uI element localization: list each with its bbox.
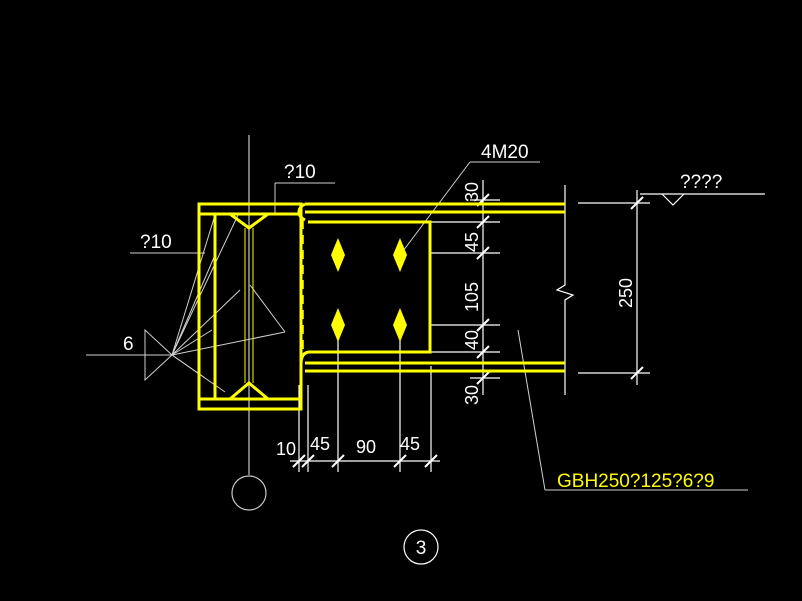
dimension-lines <box>290 180 765 472</box>
elevation-label: ???? <box>680 172 722 193</box>
dim-height: 250 <box>616 278 636 308</box>
detail-number: 3 <box>416 538 427 559</box>
axis-bubble <box>231 475 267 511</box>
dim-h-4: 45 <box>400 434 420 454</box>
column-section <box>197 202 303 411</box>
steel-members <box>197 202 565 411</box>
dim-v-2: 45 <box>462 232 482 252</box>
plate-top-label: ?10 <box>284 162 316 183</box>
detail-number-circle <box>403 529 439 565</box>
bolt <box>393 238 407 272</box>
column-axis <box>231 135 267 511</box>
dim-h-2: 45 <box>310 434 330 454</box>
dim-v-1: 30 <box>462 182 482 202</box>
dim-h-1: 10 <box>276 439 296 459</box>
weld-leaders <box>86 161 748 491</box>
bolt <box>331 308 345 342</box>
weld-size-label: 6 <box>123 334 134 355</box>
dimension-ticks <box>292 193 644 468</box>
dim-v-3: 105 <box>462 282 482 312</box>
dim-v-4: 40 <box>462 330 482 350</box>
bolt <box>393 308 407 342</box>
dim-v-5: 30 <box>462 385 482 405</box>
bolt <box>331 238 345 272</box>
section-label: GBH250?125?6?9 <box>557 471 714 492</box>
bolt-label: 4M20 <box>481 142 529 163</box>
dim-h-3: 90 <box>356 437 376 457</box>
plate-left-label: ?10 <box>140 232 172 253</box>
bolt-group <box>331 238 407 342</box>
